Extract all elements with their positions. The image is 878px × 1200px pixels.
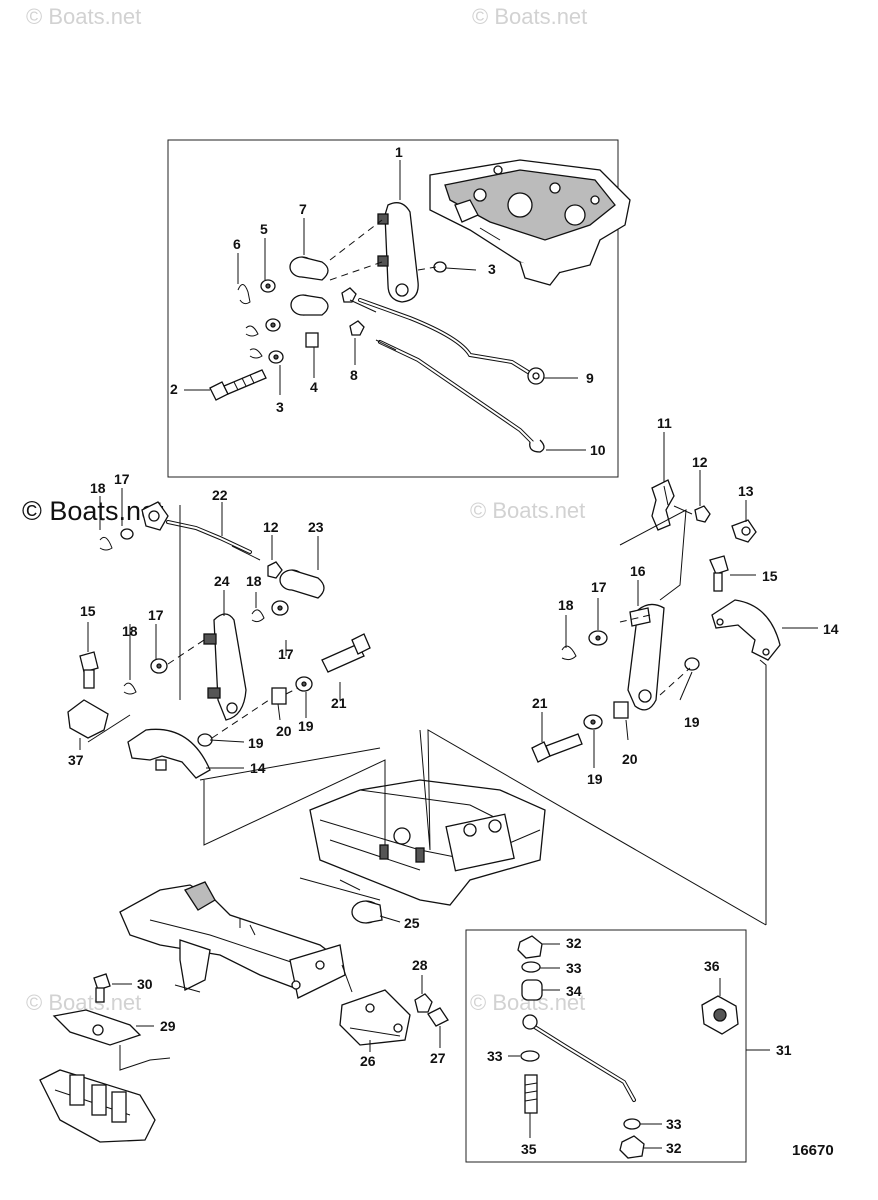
callout-14b: 14: [250, 760, 266, 776]
bolt-21-right: [531, 733, 583, 763]
callout-26: 26: [360, 1053, 376, 1069]
callout-9: 9: [586, 370, 594, 386]
callout-24: 24: [214, 573, 230, 589]
throttle-lever-1: [377, 202, 419, 303]
watermark-top-center: © Boats.net: [472, 4, 588, 29]
callout-19b: 19: [587, 771, 603, 787]
callout-17d: 17: [278, 646, 294, 662]
callout-15b: 15: [80, 603, 96, 619]
callout-27: 27: [430, 1050, 446, 1066]
callout-10: 10: [590, 442, 606, 458]
bushing-34: [521, 979, 543, 1001]
figure-number: 16670: [792, 1142, 834, 1159]
callout-19c: 19: [248, 735, 264, 751]
engine-housing-center: [299, 779, 546, 906]
watermark-dark: © Boats.net: [22, 496, 164, 526]
linkage-11: [651, 479, 675, 531]
callout-17a: 17: [591, 579, 607, 595]
callout-3a: 3: [488, 261, 496, 277]
bolt-30: [93, 973, 111, 1003]
callout-23: 23: [308, 519, 324, 535]
callout-33c: 33: [666, 1116, 682, 1132]
washer-33-bottom: [623, 1118, 641, 1130]
callout-1: 1: [395, 144, 403, 160]
callout-31: 31: [776, 1042, 792, 1058]
watermark-mid-right: © Boats.net: [470, 498, 586, 523]
callout-22: 22: [212, 487, 228, 503]
bottom-right-detail-frame: [465, 929, 747, 1163]
callout-32a: 32: [566, 935, 582, 951]
callout-17c: 17: [148, 607, 164, 623]
callout-6: 6: [233, 236, 241, 252]
callout-12a: 12: [692, 454, 708, 470]
callout-29: 29: [160, 1018, 176, 1034]
lever-16: [627, 603, 665, 711]
control-box-bottom-left: [39, 1045, 171, 1143]
callout-28: 28: [412, 957, 428, 973]
ball-joint-22: [141, 501, 169, 531]
nut-32-top: [517, 935, 543, 959]
callout-11: 11: [657, 415, 672, 431]
bushing-23: [279, 569, 325, 599]
callout-19a: 19: [684, 714, 700, 730]
callout-18b: 18: [90, 480, 106, 496]
callout-12b: 12: [263, 519, 279, 535]
callout-33b: 33: [487, 1048, 503, 1064]
lever-24: [203, 613, 247, 721]
callout-7: 7: [299, 201, 307, 217]
callout-30: 30: [137, 976, 153, 992]
callout-19d: 19: [298, 718, 314, 734]
callout-32b: 32: [666, 1140, 682, 1156]
bracket-14-left: [127, 728, 211, 779]
callout-35: 35: [521, 1141, 537, 1157]
plate-29: [52, 1009, 142, 1046]
nut-36: [701, 995, 739, 1035]
callout-20a: 20: [622, 751, 638, 767]
callout-3b: 3: [276, 399, 284, 415]
callout-5: 5: [260, 221, 268, 237]
callout-25: 25: [404, 915, 420, 931]
callout-15a: 15: [762, 568, 778, 584]
callout-8: 8: [350, 367, 358, 383]
callout-20b: 20: [276, 723, 292, 739]
washer-33-top: [521, 961, 541, 973]
callout-33a: 33: [566, 960, 582, 976]
bolt-21-left: [321, 633, 371, 673]
clip-37: [67, 699, 109, 739]
shift-bracket-assembly: [119, 881, 346, 999]
watermark-top-left: © Boats.net: [26, 4, 142, 29]
callout-14a: 14: [823, 621, 839, 637]
callout-18a: 18: [558, 597, 574, 613]
callout-37: 37: [68, 752, 84, 768]
callout-36: 36: [704, 958, 720, 974]
stud-35: [524, 1074, 538, 1114]
callout-2: 2: [170, 381, 178, 397]
bracket-26: [339, 989, 411, 1046]
ball-socket-13: [731, 519, 757, 543]
link-rod-31: [522, 1014, 636, 1102]
callout-17b: 17: [114, 471, 130, 487]
bolt-2: [209, 369, 267, 401]
plug-25: [351, 900, 383, 924]
callout-4: 4: [310, 379, 318, 395]
bracket-14-right: [711, 599, 781, 661]
callout-16: 16: [630, 563, 646, 579]
callout-21b: 21: [331, 695, 347, 711]
top-detail-frame: [167, 139, 619, 478]
washer-33-mid: [520, 1050, 540, 1062]
callout-21a: 21: [532, 695, 548, 711]
bolt-15-left: [79, 651, 99, 689]
callout-13: 13: [738, 483, 754, 499]
nut-32-bottom: [619, 1135, 645, 1159]
bolt-15-right: [709, 555, 729, 592]
carburetor-plate-illustration: [429, 159, 631, 286]
callout-34: 34: [566, 983, 582, 999]
callout-18c: 18: [246, 573, 262, 589]
callout-18d: 18: [122, 623, 138, 639]
